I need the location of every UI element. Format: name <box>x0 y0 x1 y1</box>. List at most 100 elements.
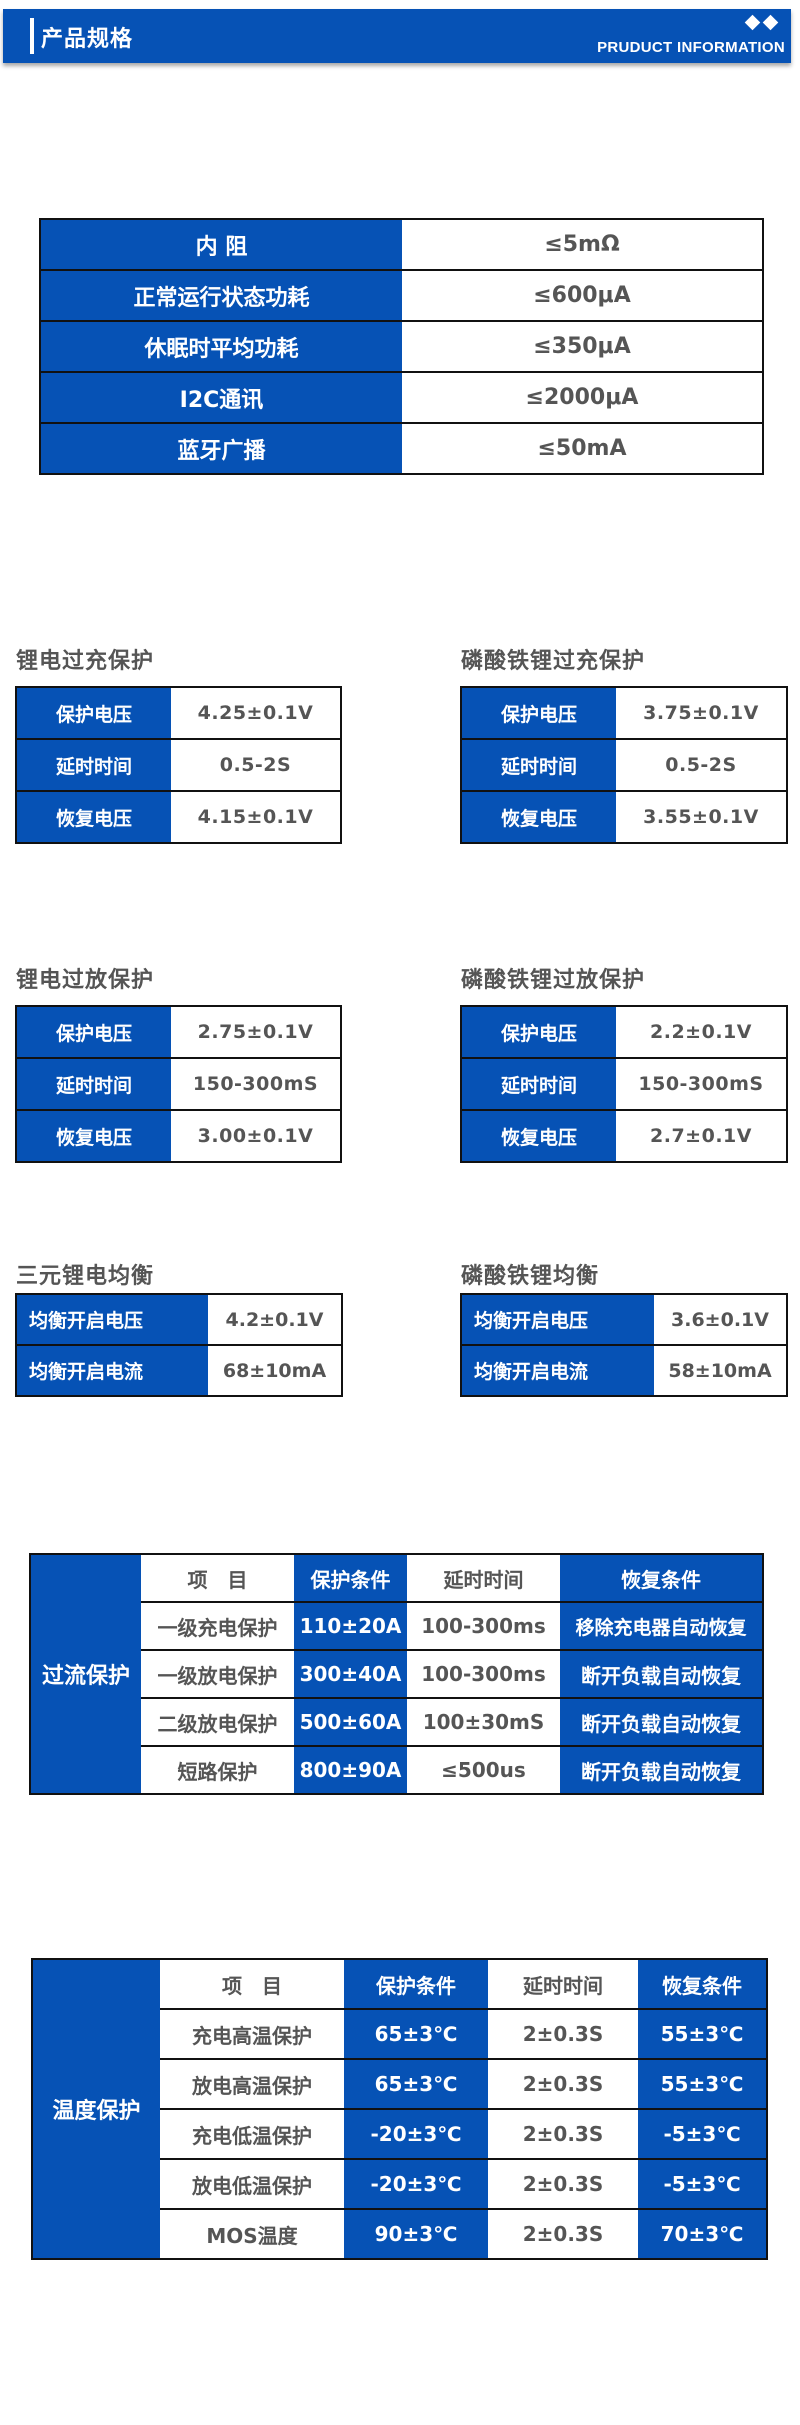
param-label: 延时时间 <box>461 1057 616 1110</box>
item-cell: 充电低温保护 <box>160 2108 344 2159</box>
param-label: 均衡开启电压 <box>461 1294 654 1345</box>
temperature-side-label: 温度保护 <box>32 1959 160 2259</box>
condition-cell: 500±60A <box>294 1697 407 1746</box>
header-delay: 延时时间 <box>488 1959 638 2009</box>
header-item: 项 目 <box>141 1554 294 1602</box>
condition-cell: 110±20A <box>294 1601 407 1650</box>
spec-label: 休眠时平均功耗 <box>40 320 402 372</box>
param-label: 恢复电压 <box>461 1109 616 1162</box>
li-overcharge-title: 锂电过充保护 <box>16 649 155 674</box>
table-row: 均衡开启电流 68±10mA <box>16 1344 342 1396</box>
table-row: 休眠时平均功耗 ≤350μA <box>40 320 763 372</box>
param-value: 2.75±0.1V <box>171 1006 341 1058</box>
condition-cell: -20±3℃ <box>344 2158 488 2209</box>
item-cell: 二级放电保护 <box>141 1697 294 1746</box>
table-header-row: 过流保护 项 目 保护条件 延时时间 恢复条件 <box>30 1554 763 1794</box>
param-label: 保护电压 <box>461 687 616 739</box>
param-label: 均衡开启电流 <box>461 1344 654 1396</box>
spec-label: 内 阻 <box>40 219 402 270</box>
table-row: 保护电压 2.75±0.1V <box>16 1006 341 1058</box>
item-cell: 一级充电保护 <box>141 1601 294 1650</box>
table-row: 一级放电保护 300±40A 100-300ms 断开负载自动恢复 <box>30 1649 763 1698</box>
param-label: 恢复电压 <box>461 790 616 843</box>
param-value: 2.7±0.1V <box>616 1109 787 1162</box>
table-row: 内 阻 ≤5mΩ <box>40 219 763 270</box>
spec-value: ≤2000μA <box>402 371 763 423</box>
table-row: 均衡开启电流 58±10mA <box>461 1344 787 1396</box>
param-value: 3.6±0.1V <box>654 1294 787 1345</box>
table-row: 恢复电压 3.00±0.1V <box>16 1109 341 1162</box>
delay-cell: 2±0.3S <box>488 2108 638 2159</box>
param-label: 保护电压 <box>461 1006 616 1058</box>
section-header-bar: 产品规格 PRUDUCT INFORMATION <box>3 9 791 63</box>
table-row: 延时时间 0.5-2S <box>461 738 787 791</box>
param-value: 68±10mA <box>208 1344 342 1396</box>
ternary-balance-table: 均衡开启电压 4.2±0.1V 均衡开启电流 68±10mA <box>15 1293 343 1397</box>
item-cell: 放电低温保护 <box>160 2158 344 2209</box>
recovery-cell: 断开负载自动恢复 <box>560 1697 763 1746</box>
item-cell: MOS温度 <box>160 2208 344 2259</box>
table-row: 放电高温保护 65±3℃ 2±0.3S 55±3℃ <box>32 2058 767 2109</box>
param-value: 0.5-2S <box>171 738 341 791</box>
double-diamond-icon <box>741 14 781 32</box>
delay-cell: 100-300ms <box>407 1601 560 1650</box>
param-label: 保护电压 <box>16 687 171 739</box>
page-title: 产品规格 <box>41 27 134 52</box>
table-row: 短路保护 800±90A ≤500us 断开负载自动恢复 <box>30 1745 763 1794</box>
item-cell: 一级放电保护 <box>141 1649 294 1698</box>
table-row: 均衡开启电压 3.6±0.1V <box>461 1294 787 1345</box>
table-header-row: 温度保护 项 目 保护条件 延时时间 恢复条件 <box>32 1959 767 2259</box>
param-value: 150-300mS <box>171 1057 341 1110</box>
delay-cell: 100-300ms <box>407 1649 560 1698</box>
condition-cell: 65±3℃ <box>344 2008 488 2059</box>
spec-table: 内 阻 ≤5mΩ 正常运行状态功耗 ≤600μA 休眠时平均功耗 ≤350μA … <box>39 218 764 475</box>
item-cell: 短路保护 <box>141 1745 294 1794</box>
header-delay: 延时时间 <box>407 1554 560 1602</box>
table-row: 充电高温保护 65±3℃ 2±0.3S 55±3℃ <box>32 2008 767 2059</box>
page-subtitle: PRUDUCT INFORMATION <box>597 39 785 56</box>
lfp-balance-table: 均衡开启电压 3.6±0.1V 均衡开启电流 58±10mA <box>460 1293 788 1397</box>
condition-cell: 65±3℃ <box>344 2058 488 2109</box>
condition-cell: 800±90A <box>294 1745 407 1794</box>
table-row: 均衡开启电压 4.2±0.1V <box>16 1294 342 1345</box>
ternary-balance-title: 三元锂电均衡 <box>16 1264 155 1289</box>
table-row: 恢复电压 3.55±0.1V <box>461 790 787 843</box>
condition-cell: 300±40A <box>294 1649 407 1698</box>
recovery-cell: 移除充电器自动恢复 <box>560 1601 763 1650</box>
spec-value: ≤50mA <box>402 422 763 474</box>
param-label: 保护电压 <box>16 1006 171 1058</box>
header-item: 项 目 <box>160 1959 344 2009</box>
param-label: 延时时间 <box>461 738 616 791</box>
li-overdischarge-title: 锂电过放保护 <box>16 968 155 993</box>
delay-cell: 2±0.3S <box>488 2008 638 2059</box>
param-value: 4.2±0.1V <box>208 1294 342 1345</box>
param-value: 2.2±0.1V <box>616 1006 787 1058</box>
header-recovery: 恢复条件 <box>638 1959 767 2009</box>
param-value: 0.5-2S <box>616 738 787 791</box>
delay-cell: 100±30mS <box>407 1697 560 1746</box>
param-value: 3.75±0.1V <box>616 687 787 739</box>
param-label: 均衡开启电压 <box>16 1294 208 1345</box>
table-row: 蓝牙广播 ≤50mA <box>40 422 763 474</box>
delay-cell: 2±0.3S <box>488 2058 638 2109</box>
spec-label: 蓝牙广播 <box>40 422 402 474</box>
lfp-balance-title: 磷酸铁锂均衡 <box>461 1264 600 1289</box>
spec-value: ≤600μA <box>402 269 763 321</box>
lfp-overdischarge-table: 保护电压 2.2±0.1V 延时时间 150-300mS 恢复电压 2.7±0.… <box>460 1005 788 1163</box>
recovery-cell: 断开负载自动恢复 <box>560 1745 763 1794</box>
recovery-cell: 70±3℃ <box>638 2208 767 2259</box>
param-label: 均衡开启电流 <box>16 1344 208 1396</box>
lfp-overcharge-table: 保护电压 3.75±0.1V 延时时间 0.5-2S 恢复电压 3.55±0.1… <box>460 686 788 844</box>
overcurrent-table: 过流保护 项 目 保护条件 延时时间 恢复条件 一级充电保护 110±20A 1… <box>29 1553 764 1795</box>
recovery-cell: -5±3℃ <box>638 2158 767 2209</box>
overcurrent-side-label: 过流保护 <box>30 1554 141 1794</box>
table-row: 恢复电压 4.15±0.1V <box>16 790 341 843</box>
table-row: 放电低温保护 -20±3℃ 2±0.3S -5±3℃ <box>32 2158 767 2209</box>
condition-cell: -20±3℃ <box>344 2108 488 2159</box>
delay-cell: 2±0.3S <box>488 2158 638 2209</box>
table-row: 保护电压 2.2±0.1V <box>461 1006 787 1058</box>
spec-value: ≤5mΩ <box>402 219 763 270</box>
lfp-overdischarge-title: 磷酸铁锂过放保护 <box>461 968 646 993</box>
table-row: 延时时间 150-300mS <box>16 1057 341 1110</box>
header-recovery: 恢复条件 <box>560 1554 763 1602</box>
